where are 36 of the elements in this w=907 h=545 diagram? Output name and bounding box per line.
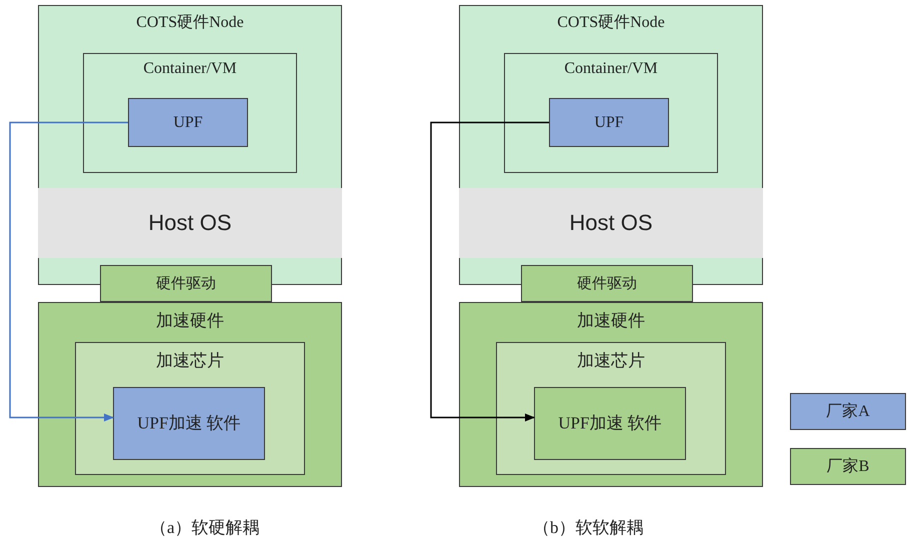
container-box [75,342,305,475]
container-box [504,53,718,173]
container-box [38,302,342,487]
figure-caption: （a）软硬解耦 [150,517,260,539]
container-box [83,53,297,173]
figure-caption: （b）软软解耦 [533,517,644,539]
node-label: COTS硬件Node [556,13,666,33]
node-label: UPF [593,112,625,133]
os-band [459,188,763,258]
node-label: Host OS [568,209,654,238]
node-label: UPF加速 软件 [557,412,663,434]
node-label: Container/VM [563,60,659,78]
process-box [100,265,272,302]
container-box [459,302,763,487]
node-label: COTS硬件Node [135,13,245,33]
node-label: 加速硬件 [576,310,646,332]
process-box [113,387,265,460]
node-label: 硬件驱动 [576,274,638,294]
node-label: 加速硬件 [155,310,225,332]
legend-text: 厂家B [826,456,870,477]
node-label: Host OS [147,209,233,238]
node-label: 硬件驱动 [155,274,217,294]
node-label: 加速芯片 [576,350,646,372]
process-box [128,98,248,147]
node-label: UPF加速 软件 [136,412,242,434]
os-band [38,188,342,258]
node-label: UPF [172,112,204,133]
process-box [549,98,669,147]
legend-text: 厂家A [826,402,870,422]
node-label: Container/VM [142,60,238,78]
connector-arrow [9,122,128,422]
process-box [521,265,693,302]
connector-arrow [430,122,549,422]
container-box [496,342,726,475]
process-box [534,387,686,460]
node-label: 加速芯片 [155,350,225,372]
